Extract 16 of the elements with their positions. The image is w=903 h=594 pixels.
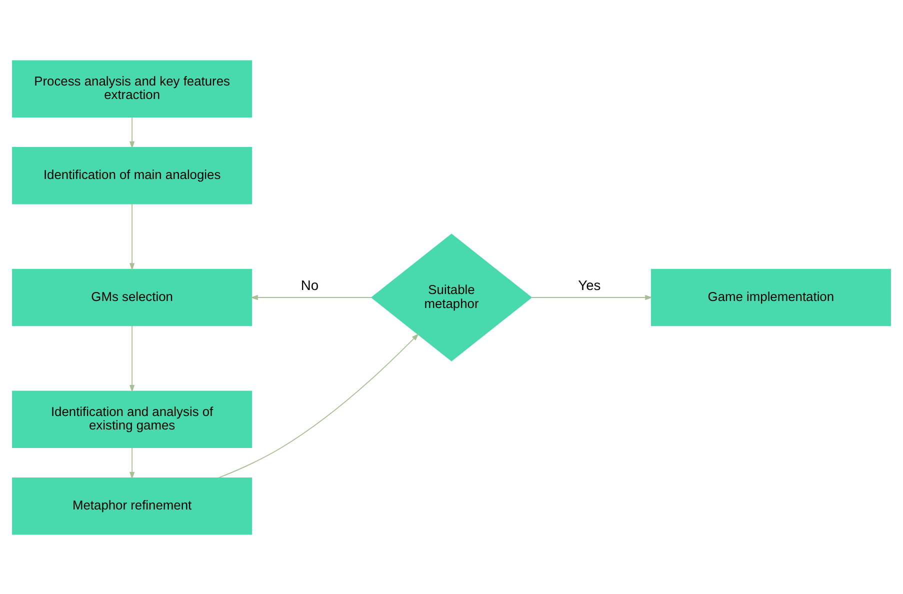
arrow [250,294,372,300]
arrow [129,203,135,270]
node-box: GMs selection [12,268,252,326]
node-box: Process analysis and key features extraction [12,60,252,117]
node-box: Metaphor refinement [12,477,252,534]
node-box: Identification of main analogies [12,146,252,204]
edge-label: Yes [578,276,601,293]
edge-label: No [300,276,319,293]
arrow [129,325,135,392]
node-diamond: Suitable metaphor [370,233,532,361]
arrow [218,332,419,478]
arrow [531,294,653,300]
arrow [129,446,135,479]
node-box: Game implementation [650,268,891,326]
node-box: Identification and analysis of existing games [12,390,252,448]
arrow [129,116,135,148]
